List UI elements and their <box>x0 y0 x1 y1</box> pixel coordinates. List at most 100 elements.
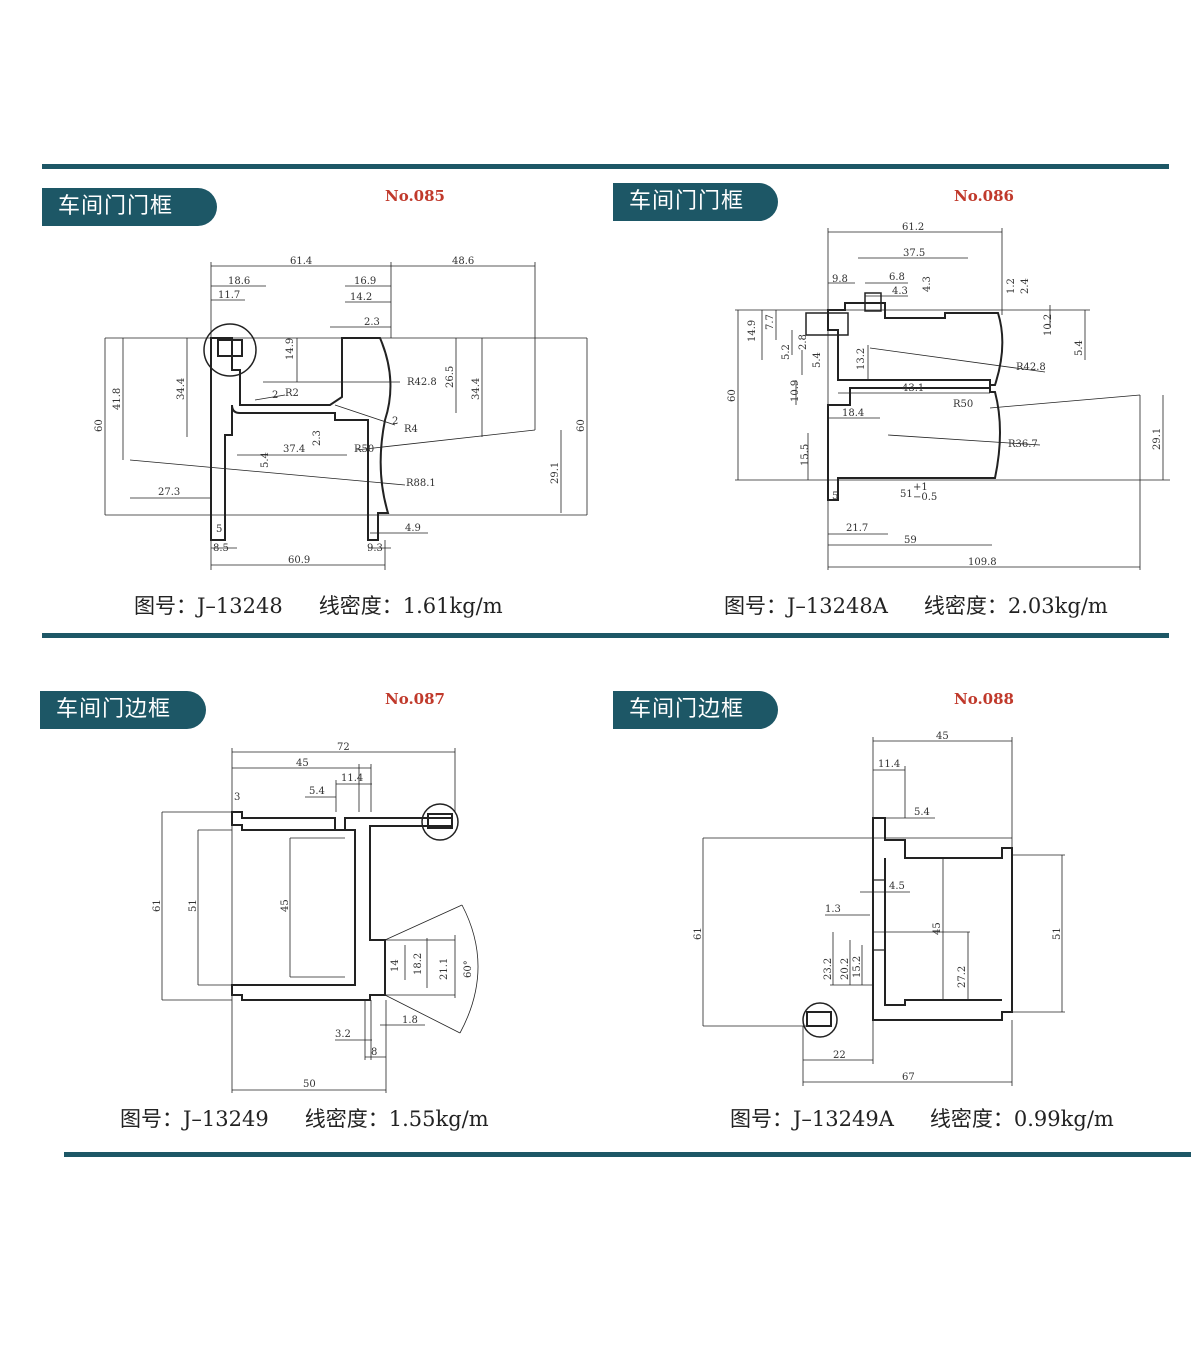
dim-088-23-2: 23.2 <box>823 958 834 980</box>
dim-086-10-2: 10.2 <box>1043 314 1054 336</box>
dim-086-61-2: 61.2 <box>902 222 924 233</box>
dim-085-41-8: 41.8 <box>112 388 123 410</box>
dim-087-3: 3 <box>234 792 240 803</box>
dim-088-61: 61 <box>693 927 704 940</box>
drawing-number: J–13248A <box>787 594 888 618</box>
dim-088-15-2: 15.2 <box>852 956 863 978</box>
dim-086-51: 51 <box>900 489 913 500</box>
dim-085-r50: R50 <box>354 444 374 455</box>
dim-087-11-4: 11.4 <box>341 773 363 784</box>
dim-088-45: 45 <box>936 731 949 742</box>
drawing-label: 图号： <box>730 1107 793 1131</box>
dim-086-5-2: 5.2 <box>781 344 792 360</box>
dim-086-10-9: 10.9 <box>790 380 801 402</box>
dim-087-60-deg: 60° <box>463 960 474 978</box>
dim-085-2-a: 2 <box>272 390 278 401</box>
dim-086-r42-8: R42.8 <box>1016 362 1046 373</box>
dim-086-29-1: 29.1 <box>1152 428 1163 450</box>
dim-086-r50: R50 <box>953 399 973 410</box>
dim-085-16-9: 16.9 <box>354 276 376 287</box>
density-label: 线密度： <box>923 594 1008 618</box>
dim-087-51: 51 <box>188 899 199 912</box>
dim-088-11-4: 11.4 <box>878 759 900 770</box>
dim-086-6-8: 6.8 <box>889 272 905 283</box>
panel-number-087: No.087 <box>385 690 445 708</box>
top-rule <box>42 164 1169 169</box>
dim-086-13-2: 13.2 <box>856 348 867 370</box>
dim-085-29-1: 29.1 <box>550 462 561 484</box>
dim-086-5-4-l: 5.4 <box>812 352 823 368</box>
dim-087-3-2: 3.2 <box>335 1029 351 1040</box>
dim-087-72: 72 <box>337 742 350 753</box>
density-value: 2.03kg/m <box>1007 594 1108 618</box>
drawing-label: 图号： <box>724 594 787 618</box>
profile-086-drawing: 61.2 37.5 9.8 6.8 4.3 4.3 1.2 2.4 14.9 7… <box>727 222 1170 570</box>
density-value: 0.99kg/m <box>1013 1107 1114 1131</box>
drawing-number: J–13249A <box>793 1107 894 1131</box>
panel-title-088: 车间门边框 <box>613 691 778 729</box>
dim-085-r88-1: R88.1 <box>406 478 436 489</box>
dim-085-2-3: 2.3 <box>364 317 380 328</box>
dim-086-43-1: 43.1 <box>902 383 924 394</box>
panel-title-085: 车间门门框 <box>42 188 217 226</box>
dim-087-45: 45 <box>296 758 309 769</box>
dim-085-60-left: 60 <box>94 419 105 432</box>
dim-085-8-5: 8.5 <box>213 543 229 554</box>
density-label: 线密度： <box>929 1107 1014 1131</box>
dim-085-34-4-left: 34.4 <box>176 378 187 400</box>
profile-085-drawing: 61.4 48.6 18.6 16.9 11.7 14.2 2.3 14.9 R… <box>94 256 588 570</box>
dim-087-21-1: 21.1 <box>439 958 450 980</box>
dim-086-18-4: 18.4 <box>842 408 864 419</box>
density-label: 线密度： <box>304 1107 389 1131</box>
svg-text:+1: +1 <box>913 482 928 493</box>
dim-086-37-5: 37.5 <box>903 248 925 259</box>
dim-085-2-b: 2 <box>392 416 398 427</box>
dim-085-60-right: 60 <box>576 419 587 432</box>
caption-086: 图号：J–13248A 线密度：2.03kg/m <box>724 590 1108 620</box>
dim-086-9-8: 9.8 <box>832 274 848 285</box>
caption-088: 图号：J–13249A 线密度：0.99kg/m <box>730 1103 1114 1133</box>
dim-085-34-4-right: 34.4 <box>471 378 482 400</box>
panel-number-086: No.086 <box>954 187 1014 205</box>
dim-086-2-8: 2.8 <box>798 334 809 350</box>
dim-085-4-9: 4.9 <box>405 523 421 534</box>
dim-086-1-2: 1.2 <box>1006 278 1017 294</box>
dim-086-5: 5 <box>832 491 838 502</box>
dim-086-7-7: 7.7 <box>765 314 776 330</box>
dim-087-61: 61 <box>152 899 163 912</box>
panel-number-085: No.085 <box>385 187 445 205</box>
dim-088-22: 22 <box>833 1050 846 1061</box>
dim-085-5: 5 <box>216 524 222 535</box>
panel-title-086: 车间门门框 <box>613 183 778 221</box>
dim-085-r4: R4 <box>404 424 418 435</box>
dim-086-60: 60 <box>727 389 738 402</box>
density-value: 1.55kg/m <box>388 1107 489 1131</box>
dim-086-r36-7: R36.7 <box>1008 439 1038 450</box>
dim-087-14: 14 <box>390 959 401 972</box>
dim-085-27-3: 27.3 <box>158 487 180 498</box>
dim-086-15-5: 15.5 <box>800 444 811 466</box>
dim-088-5-4: 5.4 <box>914 807 930 818</box>
dim-086-4-3-v: 4.3 <box>922 276 933 292</box>
dim-085-18-6: 18.6 <box>228 276 250 287</box>
dim-088-51: 51 <box>1052 927 1063 940</box>
profile-088-drawing: 45 11.4 5.4 4.5 61 1.3 45 51 23.2 20.2 1… <box>693 731 1065 1086</box>
dim-088-45-v: 45 <box>932 922 943 935</box>
drawing-number: J–13248 <box>197 594 283 618</box>
dim-086-4-3: 4.3 <box>892 286 908 297</box>
dim-086-59: 59 <box>904 535 917 546</box>
dim-085-14-2: 14.2 <box>350 292 372 303</box>
panel-number-088: No.088 <box>954 690 1014 708</box>
panel-title-087: 车间门边框 <box>40 691 206 729</box>
dim-088-1-3: 1.3 <box>825 904 841 915</box>
dim-086-21-7: 21.7 <box>846 523 868 534</box>
dim-085-14-9: 14.9 <box>285 338 296 360</box>
drawing-label: 图号： <box>120 1107 183 1131</box>
dim-086-5-4-r: 5.4 <box>1074 340 1085 356</box>
dim-088-27-2: 27.2 <box>957 966 968 988</box>
dim-085-48-6: 48.6 <box>452 256 474 267</box>
dim-085-r42-8: R42.8 <box>407 377 437 388</box>
drawing-label: 图号： <box>134 594 197 618</box>
